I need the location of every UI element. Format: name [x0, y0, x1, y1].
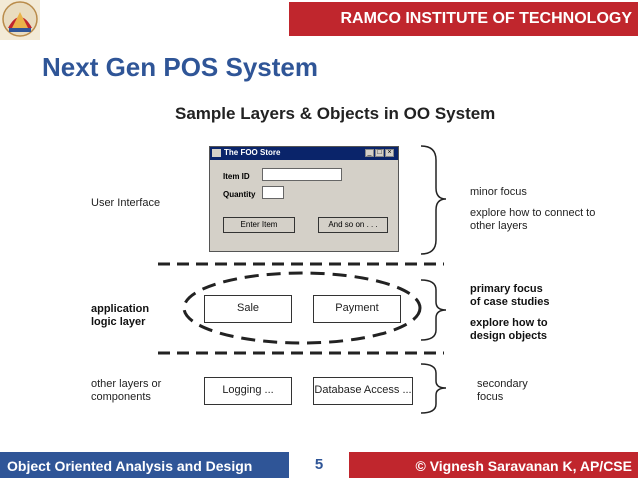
note-ui: minor focus explore how to connect to ot… — [470, 186, 595, 233]
layer-label-line: other layers or — [91, 378, 162, 390]
payment-box: Payment — [313, 295, 401, 323]
foo-store-window: The FOO Store _ □ × Item ID Quantity Ent… — [209, 146, 399, 252]
layer-label-logic: application logic layer — [91, 303, 149, 329]
slide-title: Next Gen POS System — [42, 52, 318, 82]
layer-label-ui: User Interface — [91, 197, 161, 209]
enter-item-button[interactable]: Enter Item — [223, 217, 295, 233]
item-id-input[interactable] — [262, 168, 342, 181]
note-logic: primary focus of case studies explore ho… — [470, 283, 549, 343]
page-number-bg — [289, 452, 349, 478]
institution-name: RAMCO INSTITUTE OF TECHNOLOGY — [340, 10, 632, 27]
note-line: design objects — [470, 330, 548, 342]
close-icon: × — [385, 149, 394, 157]
note-line: other layers — [470, 220, 528, 232]
note-line: minor focus — [470, 186, 527, 198]
author-credit: © Vignesh Saravanan K, AP/CSE — [415, 458, 632, 474]
note-line: explore how to connect to — [470, 207, 596, 219]
note-line: of case studies — [470, 296, 550, 308]
college-seal-icon — [0, 0, 40, 40]
footer-right-bar — [349, 452, 638, 478]
note-other: secondary focus — [477, 378, 528, 404]
logic-ellipse — [182, 271, 422, 345]
quantity-label: Quantity — [223, 190, 256, 199]
layer-label-line: logic layer — [91, 316, 146, 328]
note-line: focus — [477, 391, 504, 403]
window-titlebar: The FOO Store _ □ × — [210, 147, 398, 160]
figure-title: Sample Layers & Objects in OO System — [175, 104, 496, 123]
app-icon — [212, 149, 221, 157]
minimize-icon: _ — [365, 149, 374, 157]
quantity-input[interactable] — [262, 186, 284, 199]
and-so-on-button[interactable]: And so on . . . — [318, 217, 388, 233]
layer-label-line: components — [91, 391, 151, 403]
layer-label-other: other layers or components — [91, 378, 161, 404]
maximize-icon: □ — [375, 149, 384, 157]
note-line: secondary — [477, 378, 528, 390]
footer-left-bar — [0, 452, 289, 478]
header-bar — [289, 2, 638, 36]
course-name: Object Oriented Analysis and Design — [7, 458, 253, 474]
window-title: The FOO Store — [224, 148, 281, 157]
note-line: explore how to — [470, 317, 548, 329]
note-line: primary focus — [470, 283, 543, 295]
page-number: 5 — [314, 456, 324, 473]
brace-logic — [420, 279, 447, 341]
item-id-label: Item ID — [223, 172, 250, 181]
logging-box: Logging ... — [204, 377, 292, 405]
layer-label-line: application — [91, 303, 150, 315]
brace-other — [420, 363, 447, 414]
brace-ui — [420, 145, 447, 255]
database-access-box: Database Access ... — [313, 377, 413, 405]
sale-box: Sale — [204, 295, 292, 323]
